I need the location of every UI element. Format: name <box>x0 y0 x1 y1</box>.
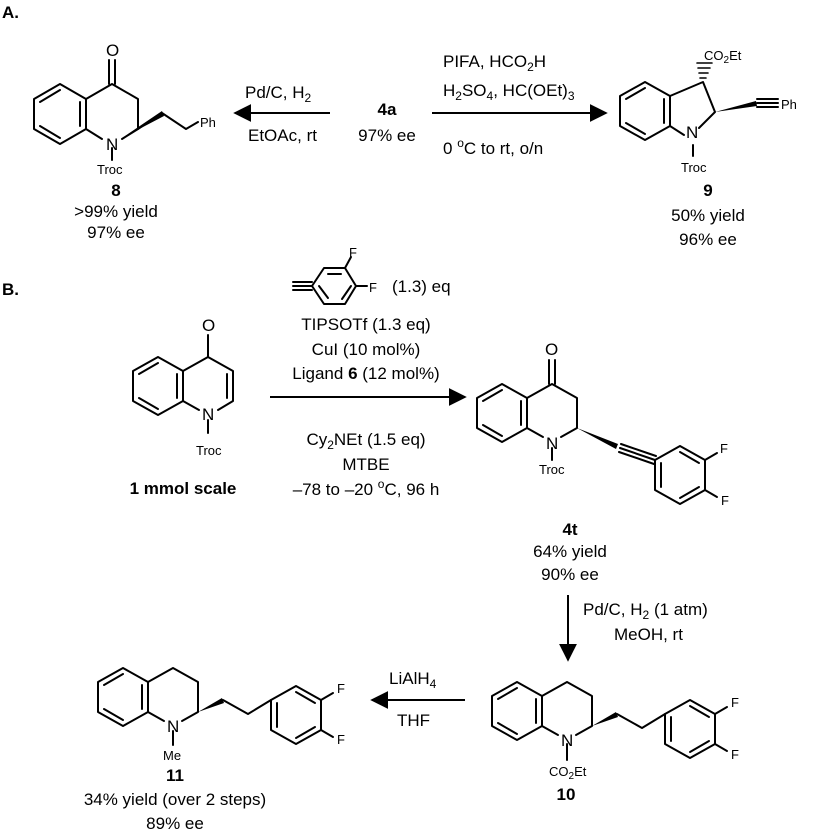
structure-quinolone <box>132 334 234 434</box>
compound-10-id: 10 <box>557 785 576 804</box>
compound-4a-id: 4a <box>378 100 397 119</box>
compound-9-ee: 96% ee <box>679 230 737 249</box>
atom-N-9: N <box>686 123 698 142</box>
compound-9-yield: 50% yield <box>671 206 745 225</box>
section-a-label: A. <box>2 3 19 22</box>
atom-O-4t: O <box>545 340 558 359</box>
arrow-down-line2: MeOH, rt <box>614 625 683 644</box>
arrow-right-a-line1: PIFA, HCO2H <box>443 52 546 74</box>
compound-4t-ee: 90% ee <box>541 565 599 584</box>
reagent-cui: CuI (10 mol%) <box>312 340 421 359</box>
reagent-solvent: MTBE <box>342 455 389 474</box>
atom-co2et-9: CO2Et <box>704 48 742 66</box>
atom-ph-8: Ph <box>200 115 216 130</box>
atom-troc-9: Troc <box>681 160 707 175</box>
section-b-label: B. <box>2 280 19 299</box>
structure-difluorophenylacetylene <box>292 256 368 305</box>
compound-8-id: 8 <box>111 181 120 200</box>
compound-4t-yield: 64% yield <box>533 542 607 561</box>
atom-F-alkyne-1: F <box>349 245 357 260</box>
atom-F-11-1: F <box>337 681 345 696</box>
atom-O-8: O <box>106 41 119 60</box>
structure-compound-11 <box>97 667 334 746</box>
reagent-base: Cy2NEt (1.5 eq) <box>306 430 425 452</box>
reagent-tipsotf: TIPSOTf (1.3 eq) <box>301 315 430 334</box>
atom-N-11: N <box>167 717 179 736</box>
arrow-right-a-line3: 0 oC to rt, o/n <box>443 136 543 158</box>
compound-4a-ee: 97% ee <box>358 126 416 145</box>
compound-9-id: 9 <box>703 181 712 200</box>
structure-compound-9 <box>619 62 779 157</box>
structure-compound-8 <box>33 59 199 161</box>
arrow-left-a-line2: EtOAc, rt <box>248 126 317 145</box>
atom-F-4t-1: F <box>720 441 728 456</box>
arrow-left-b-line1: LiAlH4 <box>389 669 437 691</box>
atom-troc-quinolone: Troc <box>196 443 222 458</box>
scale-label: 1 mmol scale <box>130 479 237 498</box>
arrow-right-a-line2: H2SO4, HC(OEt)3 <box>443 81 575 103</box>
atom-F-4t-2: F <box>721 493 729 508</box>
atom-N-4t: N <box>546 434 558 453</box>
reagent-ligand: Ligand 6 (12 mol%) <box>292 364 439 383</box>
atom-troc-4t: Troc <box>539 462 565 477</box>
atom-O-quinolone: O <box>202 316 215 335</box>
compound-8-yield: >99% yield <box>74 202 158 221</box>
atom-F-10-1: F <box>731 695 739 710</box>
atom-F-11-2: F <box>337 732 345 747</box>
atom-me-11: Me <box>163 748 181 763</box>
atom-co2et-10: CO2Et <box>549 764 587 782</box>
arrow-left-a-line1: Pd/C, H2 <box>245 83 312 105</box>
atom-N-10: N <box>561 731 573 750</box>
atom-F-alkyne-2: F <box>369 280 377 295</box>
atom-ph-9: Ph <box>781 97 797 112</box>
alkyne-equiv: (1.3) eq <box>392 277 451 296</box>
arrow-left-b-line2: THF <box>397 711 430 730</box>
compound-11-id: 11 <box>166 766 184 785</box>
compound-4t-id: 4t <box>562 520 577 539</box>
atom-F-10-2: F <box>731 747 739 762</box>
structure-compound-10 <box>491 681 728 761</box>
atom-troc-8: Troc <box>97 162 123 177</box>
compound-8-ee: 97% ee <box>87 223 145 242</box>
reagent-temp: –78 to –20 oC, 96 h <box>293 477 440 499</box>
compound-11-ee: 89% ee <box>146 814 204 833</box>
atom-N-8: N <box>106 135 118 154</box>
arrow-down-line1: Pd/C, H2 (1 atm) <box>583 600 708 622</box>
compound-11-yield: 34% yield (over 2 steps) <box>84 790 266 809</box>
atom-N-quinolone: N <box>202 405 214 424</box>
structure-compound-4t <box>476 359 718 505</box>
